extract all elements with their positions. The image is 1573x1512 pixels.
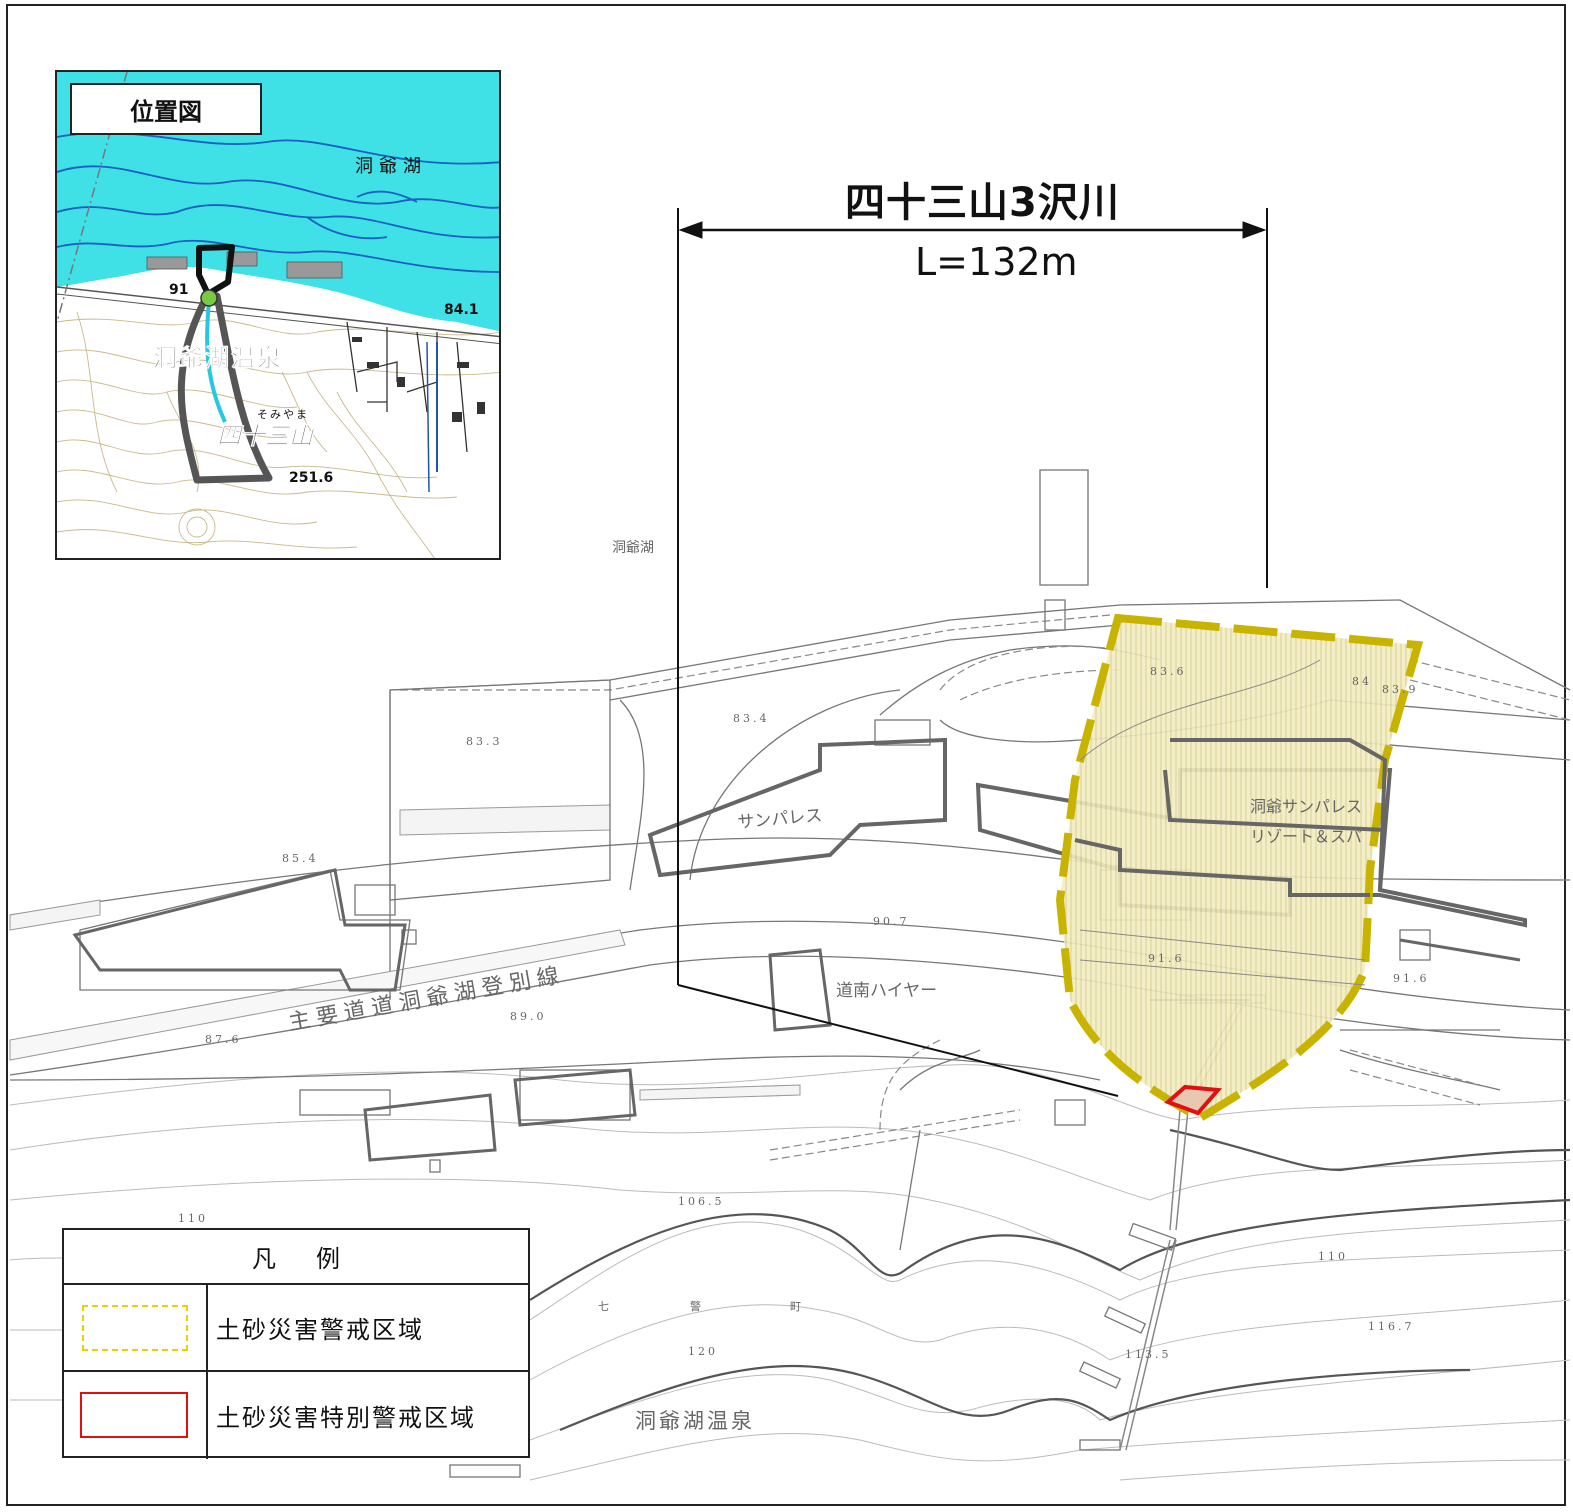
- inset-spot-height: 84.1: [444, 302, 479, 318]
- onsen-label: 洞爺湖温泉: [635, 1409, 755, 1433]
- legend-symbol-cell: [64, 1372, 208, 1459]
- spot-height: 85.4: [282, 852, 319, 865]
- inset-stream: [205, 297, 227, 423]
- inset-catchment-outline: [177, 292, 273, 484]
- spot-height: 120: [688, 1345, 718, 1358]
- page-frame: [6, 4, 1566, 1506]
- warning-zone-swatch: [82, 1305, 188, 1351]
- hire-label: 道南ハイヤー: [836, 981, 937, 1001]
- stream-length-label: L=132m: [915, 240, 1078, 284]
- inset-location-point: [200, 289, 218, 307]
- spot-height: 90.7: [873, 915, 910, 928]
- spot-height: 106.5: [678, 1195, 725, 1208]
- town-fragment-1: 七: [598, 1300, 609, 1313]
- spot-height: 116.7: [1368, 1320, 1415, 1333]
- spot-height: 83.3: [466, 735, 503, 748]
- legend-item-special-warning-zone: 土砂災害特別警戒区域: [64, 1372, 528, 1459]
- zone-buildings: [1074, 738, 1388, 897]
- inset-mountain-label: 四十三山: [217, 422, 315, 450]
- lake-label: 洞爺湖: [612, 540, 654, 556]
- dashed-paths: [400, 614, 1571, 1161]
- map-legend: 凡例 土砂災害警戒区域 土砂災害特別警戒区域: [62, 1228, 530, 1459]
- inset-town-label: 洞爺湖温泉: [153, 344, 283, 372]
- spot-height: 91.6: [1148, 952, 1185, 965]
- spot-height: 110: [1318, 1250, 1348, 1263]
- sunpalace-label: サンパレス: [737, 806, 823, 833]
- spot-height: 83.4: [733, 712, 770, 725]
- inset-zone-outline: [196, 244, 235, 297]
- inset-title: 位置図: [70, 83, 262, 135]
- spot-height: 83.6: [1150, 665, 1187, 678]
- spot-height: 83.9: [1382, 683, 1419, 696]
- resort-label-1: 洞爺サンパレス: [1250, 797, 1362, 816]
- stream-name-label: 四十三山3沢川: [845, 180, 1120, 226]
- contour-lines: [9, 1064, 1571, 1481]
- legend-item-label: 土砂災害特別警戒区域: [216, 1404, 476, 1432]
- inset-spot-height: 251.6: [289, 470, 333, 486]
- inset-mountain-reading: そみやま: [257, 408, 309, 421]
- spot-height: 89.0: [510, 1010, 547, 1023]
- warning-zone: [1055, 613, 1424, 1123]
- spot-heights: 83.4 83.3 83.6 84 83.9 85.4 90.7 91.6 91…: [178, 665, 1430, 1361]
- legend-title: 凡例: [64, 1230, 528, 1285]
- legend-item-label: 土砂災害警戒区域: [216, 1316, 424, 1344]
- special-warning-zone: [1164, 1084, 1223, 1116]
- zone-interior-lines: [1079, 659, 1366, 986]
- inset-map-graphic: 洞爺湖 洞爺湖温泉 四十三山 そみやま 91 84.1 251.6: [57, 72, 499, 558]
- inset-spot-height: 91: [169, 282, 188, 298]
- dimension-lines: [677, 208, 1268, 1097]
- embankments: [9, 804, 801, 1101]
- location-inset-map: 洞爺湖 洞爺湖温泉 四十三山 そみやま 91 84.1 251.6 位置図: [55, 70, 501, 560]
- spot-height: 91.6: [1393, 972, 1430, 985]
- town-fragment-3: 町: [790, 1300, 801, 1313]
- spot-height: 110: [178, 1212, 208, 1225]
- inset-lake-label: 洞爺湖: [355, 156, 427, 177]
- town-fragment-2: 警: [690, 1299, 701, 1313]
- legend-symbol-cell: [64, 1285, 208, 1370]
- index-contours: [529, 1128, 1571, 1432]
- resort-label-2: リゾート＆スパ: [1250, 827, 1362, 846]
- spot-height: 87.6: [205, 1033, 242, 1046]
- special-warning-zone-swatch: [80, 1392, 188, 1438]
- spot-height: 84: [1352, 675, 1372, 688]
- legend-item-warning-zone: 土砂災害警戒区域: [64, 1285, 528, 1372]
- spot-height: 113.5: [1125, 1348, 1172, 1361]
